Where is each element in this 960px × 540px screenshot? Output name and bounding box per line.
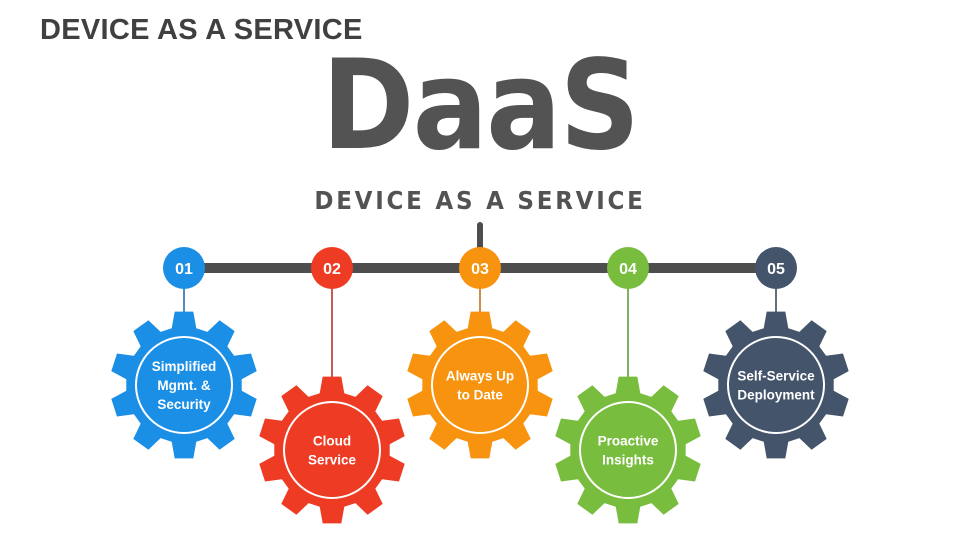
step-number-circle	[755, 247, 797, 289]
step-number-circle	[163, 247, 205, 289]
step-number-circle	[311, 247, 353, 289]
step-number: 01	[175, 261, 193, 278]
gear-label-line: Security	[157, 397, 211, 412]
gear-label-line: Mgmt. &	[157, 378, 210, 393]
step-03: Always Up to Date 03	[407, 247, 553, 459]
step-number: 03	[471, 261, 489, 278]
gear-label-line: Self-Service	[737, 369, 815, 384]
daas-logo-text: DaaS	[321, 34, 640, 178]
gear-label-line: Deployment	[737, 388, 815, 403]
step-number-circle	[459, 247, 501, 289]
gear-label-line: Always Up	[446, 369, 514, 384]
step-number: 04	[619, 261, 637, 278]
gear-label-line: Proactive	[598, 434, 659, 449]
gear-inner-ring	[579, 401, 677, 499]
gear-label-line: Cloud	[313, 434, 351, 449]
gear-label-line: Insights	[602, 453, 654, 468]
gear-inner-ring	[727, 336, 825, 434]
gear-inner-ring	[431, 336, 529, 434]
gear-label-line: Simplified	[152, 359, 217, 374]
gear-inner-ring	[283, 401, 381, 499]
step-number: 02	[323, 261, 341, 278]
gear-label-line: to Date	[457, 388, 503, 403]
daas-logo-subtitle: DEVICE AS A SERVICE	[314, 186, 646, 215]
gear-label-line: Service	[308, 453, 357, 468]
step-number-circle	[607, 247, 649, 289]
slide-title: DEVICE AS A SERVICE	[40, 14, 363, 46]
gear-inner-ring	[135, 336, 233, 434]
step-number: 05	[767, 261, 785, 278]
